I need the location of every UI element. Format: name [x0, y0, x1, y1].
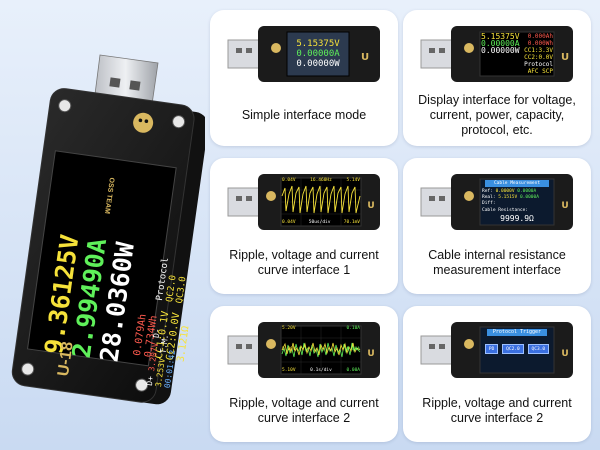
ripple2-bottom-labels: 5.10V 0.1s/div 0.00A: [282, 368, 360, 373]
device-thumbnail: U 5.15375V 0.000Ah 0.00000A 0.000Wh 0.00…: [413, 18, 581, 88]
card-caption: Ripple, voltage and current curve interf…: [422, 396, 572, 425]
svg-text:U: U: [561, 349, 568, 359]
ripple2-mid-right: 0.00A: [346, 347, 360, 352]
cable-ref-a: 0.0000A: [517, 189, 537, 194]
cable-screen: Ref: 0.0000V 0.0000A Real: 5.1515V 0.000…: [482, 189, 552, 223]
card-caption: Ripple, voltage and current curve interf…: [229, 396, 379, 425]
full-protocol: Protocol: [524, 61, 553, 68]
ripple1-bottom-labels: 0.04V 50us/div 70.1mV: [282, 220, 360, 225]
svg-text:U: U: [561, 52, 569, 63]
protocol-qc3-button: QC3.0: [527, 344, 550, 354]
full-power: 0.00000W: [481, 46, 520, 55]
cable-diff-label: Diff:: [482, 201, 496, 207]
full-current: 0.00000A: [481, 39, 520, 48]
protocol-buttons: PD QC2.0 QC3.0: [483, 344, 551, 354]
current-wave: [281, 342, 361, 358]
cable-title: Cable Measurement: [493, 181, 541, 186]
device-thumbnail: U 5.20V 0.10A 5.10V 0.00A 5.10V 0.1s/div…: [220, 314, 388, 384]
full-screen: 5.15375V 0.000Ah 0.00000A 0.000Wh 0.0000…: [481, 32, 553, 76]
ripple1-bottom-right: 70.1mV: [343, 220, 360, 225]
ripple1-top-mid: 16.460Hz: [310, 178, 332, 183]
main-device-image: 9.36125V 2.99490A 28.0360W 0.079Ah 0.734…: [0, 0, 205, 450]
ripple2-mid-labels: 5.10V 0.00A: [282, 347, 360, 352]
cable-real-a: 0.0000A: [519, 195, 539, 201]
ripple2-mid-left: 5.10V: [282, 347, 296, 352]
ripple2-bottom-mid: 0.1s/div: [310, 368, 332, 373]
simple-power: 0.00000W: [296, 59, 340, 69]
cable-real-v: 5.1515V: [498, 195, 518, 201]
ripple2-top-labels: 5.20V 0.10A: [282, 326, 360, 331]
svg-text:U: U: [367, 201, 374, 211]
ripple2-top-right: 0.10A: [346, 326, 360, 331]
device-thumbnail: U Cable Measurement Ref: 0.0000V 0.0000A…: [413, 166, 581, 236]
ripple-wave: [281, 185, 361, 214]
protocol-trigger-title: Protocol Trigger: [492, 329, 542, 335]
svg-text:U: U: [561, 201, 568, 211]
device-thumbnail: U Protocol Trigger PD QC2.0 QC3.0: [413, 314, 581, 384]
full-wh: 0.000Wh: [527, 40, 553, 47]
card-full-display-interface: U 5.15375V 0.000Ah 0.00000A 0.000Wh 0.00…: [403, 10, 591, 146]
card-cable-resistance: U Cable Measurement Ref: 0.0000V 0.0000A…: [403, 158, 591, 294]
device-thumbnail: U 0.04V 16.460Hz 5.14V 0.04V 50us/div 70…: [220, 166, 388, 236]
svg-text:U: U: [367, 349, 374, 359]
card-ripple-curve-2: U 5.20V 0.10A 5.10V 0.00A 5.10V 0.1s/div…: [210, 306, 398, 442]
card-caption: Display interface for voltage, current, …: [418, 92, 576, 137]
card-caption: Cable internal resistance measurement in…: [428, 248, 566, 277]
ripple1-top-labels: 0.04V 16.460Hz 5.14V: [282, 178, 360, 183]
full-cc1: CC1:3.3V: [524, 47, 553, 54]
full-ah: 0.000Ah: [527, 33, 553, 40]
simple-screen: 5.15375V 0.00000A 0.00000W: [287, 32, 349, 76]
protocol-qc2-button: QC2.0: [502, 344, 524, 354]
card-protocol-trigger: U Protocol Trigger PD QC2.0 QC3.0 Ripple…: [403, 306, 591, 442]
ripple2-top-left: 5.20V: [282, 326, 296, 331]
card-ripple-curve-1: U 0.04V 16.460Hz 5.14V 0.04V 50us/div 70…: [210, 158, 398, 294]
ripple1-bottom-left: 0.04V: [282, 220, 296, 225]
full-p2: SCP: [542, 68, 553, 75]
ripple1-top-right: 5.14V: [346, 178, 360, 183]
voltage-wave: [281, 342, 361, 356]
simple-voltage: 5.15375V: [296, 39, 340, 49]
protocol-pd-button: PD: [484, 344, 499, 354]
ripple1-bottom-mid: 50us/div: [308, 220, 331, 225]
ripple1-top-left: 0.04V: [282, 178, 296, 183]
cable-res-value: 9999.9Ω: [500, 213, 534, 223]
card-simple-interface: U 5.15375V 0.00000A 0.00000W Simple inte…: [210, 10, 398, 146]
device-thumbnail: U 5.15375V 0.00000A 0.00000W: [220, 18, 388, 88]
ripple2-bottom-left: 5.10V: [282, 368, 296, 373]
ripple2-bottom-right: 0.00A: [346, 368, 360, 373]
svg-text:U: U: [361, 52, 369, 63]
oss-team-logo-icon: [133, 112, 154, 133]
card-caption: Simple interface mode: [241, 107, 367, 122]
cable-real-label: Real:: [482, 195, 496, 201]
cable-ref-label: Ref:: [482, 189, 493, 194]
cable-res-label: Cable Resistance:: [482, 207, 529, 213]
full-cc2: CC2:0.0V: [524, 54, 553, 61]
full-p1: AFC: [527, 68, 539, 75]
cable-ref-v: 0.0000V: [495, 189, 515, 194]
full-voltage: 5.15375V: [481, 32, 520, 41]
simple-current: 0.00000A: [296, 49, 340, 59]
card-caption: Ripple, voltage and current curve interf…: [229, 248, 379, 277]
